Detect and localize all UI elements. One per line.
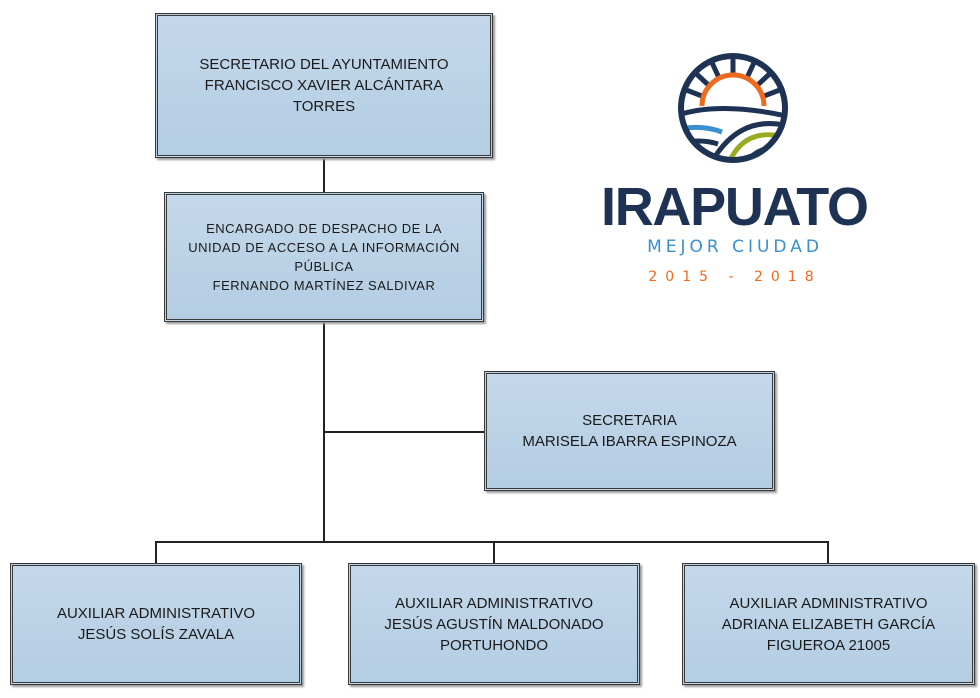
node-encargado: ENCARGADO DE DESPACHO DE LA UNIDAD DE ACC… — [164, 192, 484, 322]
node-name: MARISELA IBARRA ESPINOZA — [522, 433, 737, 450]
node-auxiliar-3: AUXILIAR ADMINISTRATIVO ADRIANA ELIZABETH… — [682, 563, 975, 685]
connector — [323, 158, 325, 192]
node-name: JESÚS SOLÍS ZAVALA — [77, 626, 235, 643]
node-name: FRANCISCO XAVIER ALCÁNTARA — [204, 77, 444, 94]
node-secretario: SECRETARIO DEL AYUNTAMIENTO FRANCISCO XAV… — [155, 13, 493, 158]
connector — [323, 431, 484, 433]
node-name: JESÚS AGUSTÍN MALDONADO — [384, 615, 604, 633]
node-title: ENCARGADO DE DESPACHO DE LA — [206, 221, 442, 236]
logo-name: IRAPUATO — [601, 177, 869, 237]
node-title: AUXILIAR ADMINISTRATIVO — [394, 594, 594, 612]
node-auxiliar-2: AUXILIAR ADMINISTRATIVO JESÚS AGUSTÍN MAL… — [348, 563, 640, 685]
node-title: AUXILIAR ADMINISTRATIVO — [56, 605, 256, 622]
connector — [155, 541, 829, 543]
node-name: FERNANDO MARTÍNEZ SALDIVAR — [212, 278, 436, 293]
node-auxiliar-1: AUXILIAR ADMINISTRATIVO JESÚS SOLÍS ZAVAL… — [10, 563, 302, 685]
connector — [827, 541, 829, 564]
logo-tagline: MEJOR CIUDAD — [647, 237, 823, 257]
node-name: ADRIANA ELIZABETH GARCÍA — [721, 615, 936, 633]
node-title: AUXILIAR ADMINISTRATIVO — [729, 594, 928, 612]
node-secretaria: SECRETARIA MARISELA IBARRA ESPINOZA — [484, 371, 775, 491]
connector — [493, 541, 495, 564]
sun-fields-icon: IRAPUATO MEJOR CIUDAD 2015 - 2018 — [601, 53, 869, 285]
connector — [155, 541, 157, 564]
logo-years: 2015 - 2018 — [648, 269, 821, 285]
node-title: PÚBLICA — [294, 259, 354, 274]
node-name: TORRES — [292, 98, 356, 115]
node-name: FIGUEROA 21005 — [766, 636, 891, 654]
irapuato-logo: IRAPUATO MEJOR CIUDAD 2015 - 2018 — [590, 40, 880, 290]
node-title: SECRETARIO DEL AYUNTAMIENTO — [199, 56, 449, 73]
node-title: SECRETARIA — [582, 412, 677, 429]
node-name: PORTUHONDO — [439, 636, 549, 654]
node-title: UNIDAD DE ACCESO A LA INFORMACIÓN — [188, 240, 460, 255]
